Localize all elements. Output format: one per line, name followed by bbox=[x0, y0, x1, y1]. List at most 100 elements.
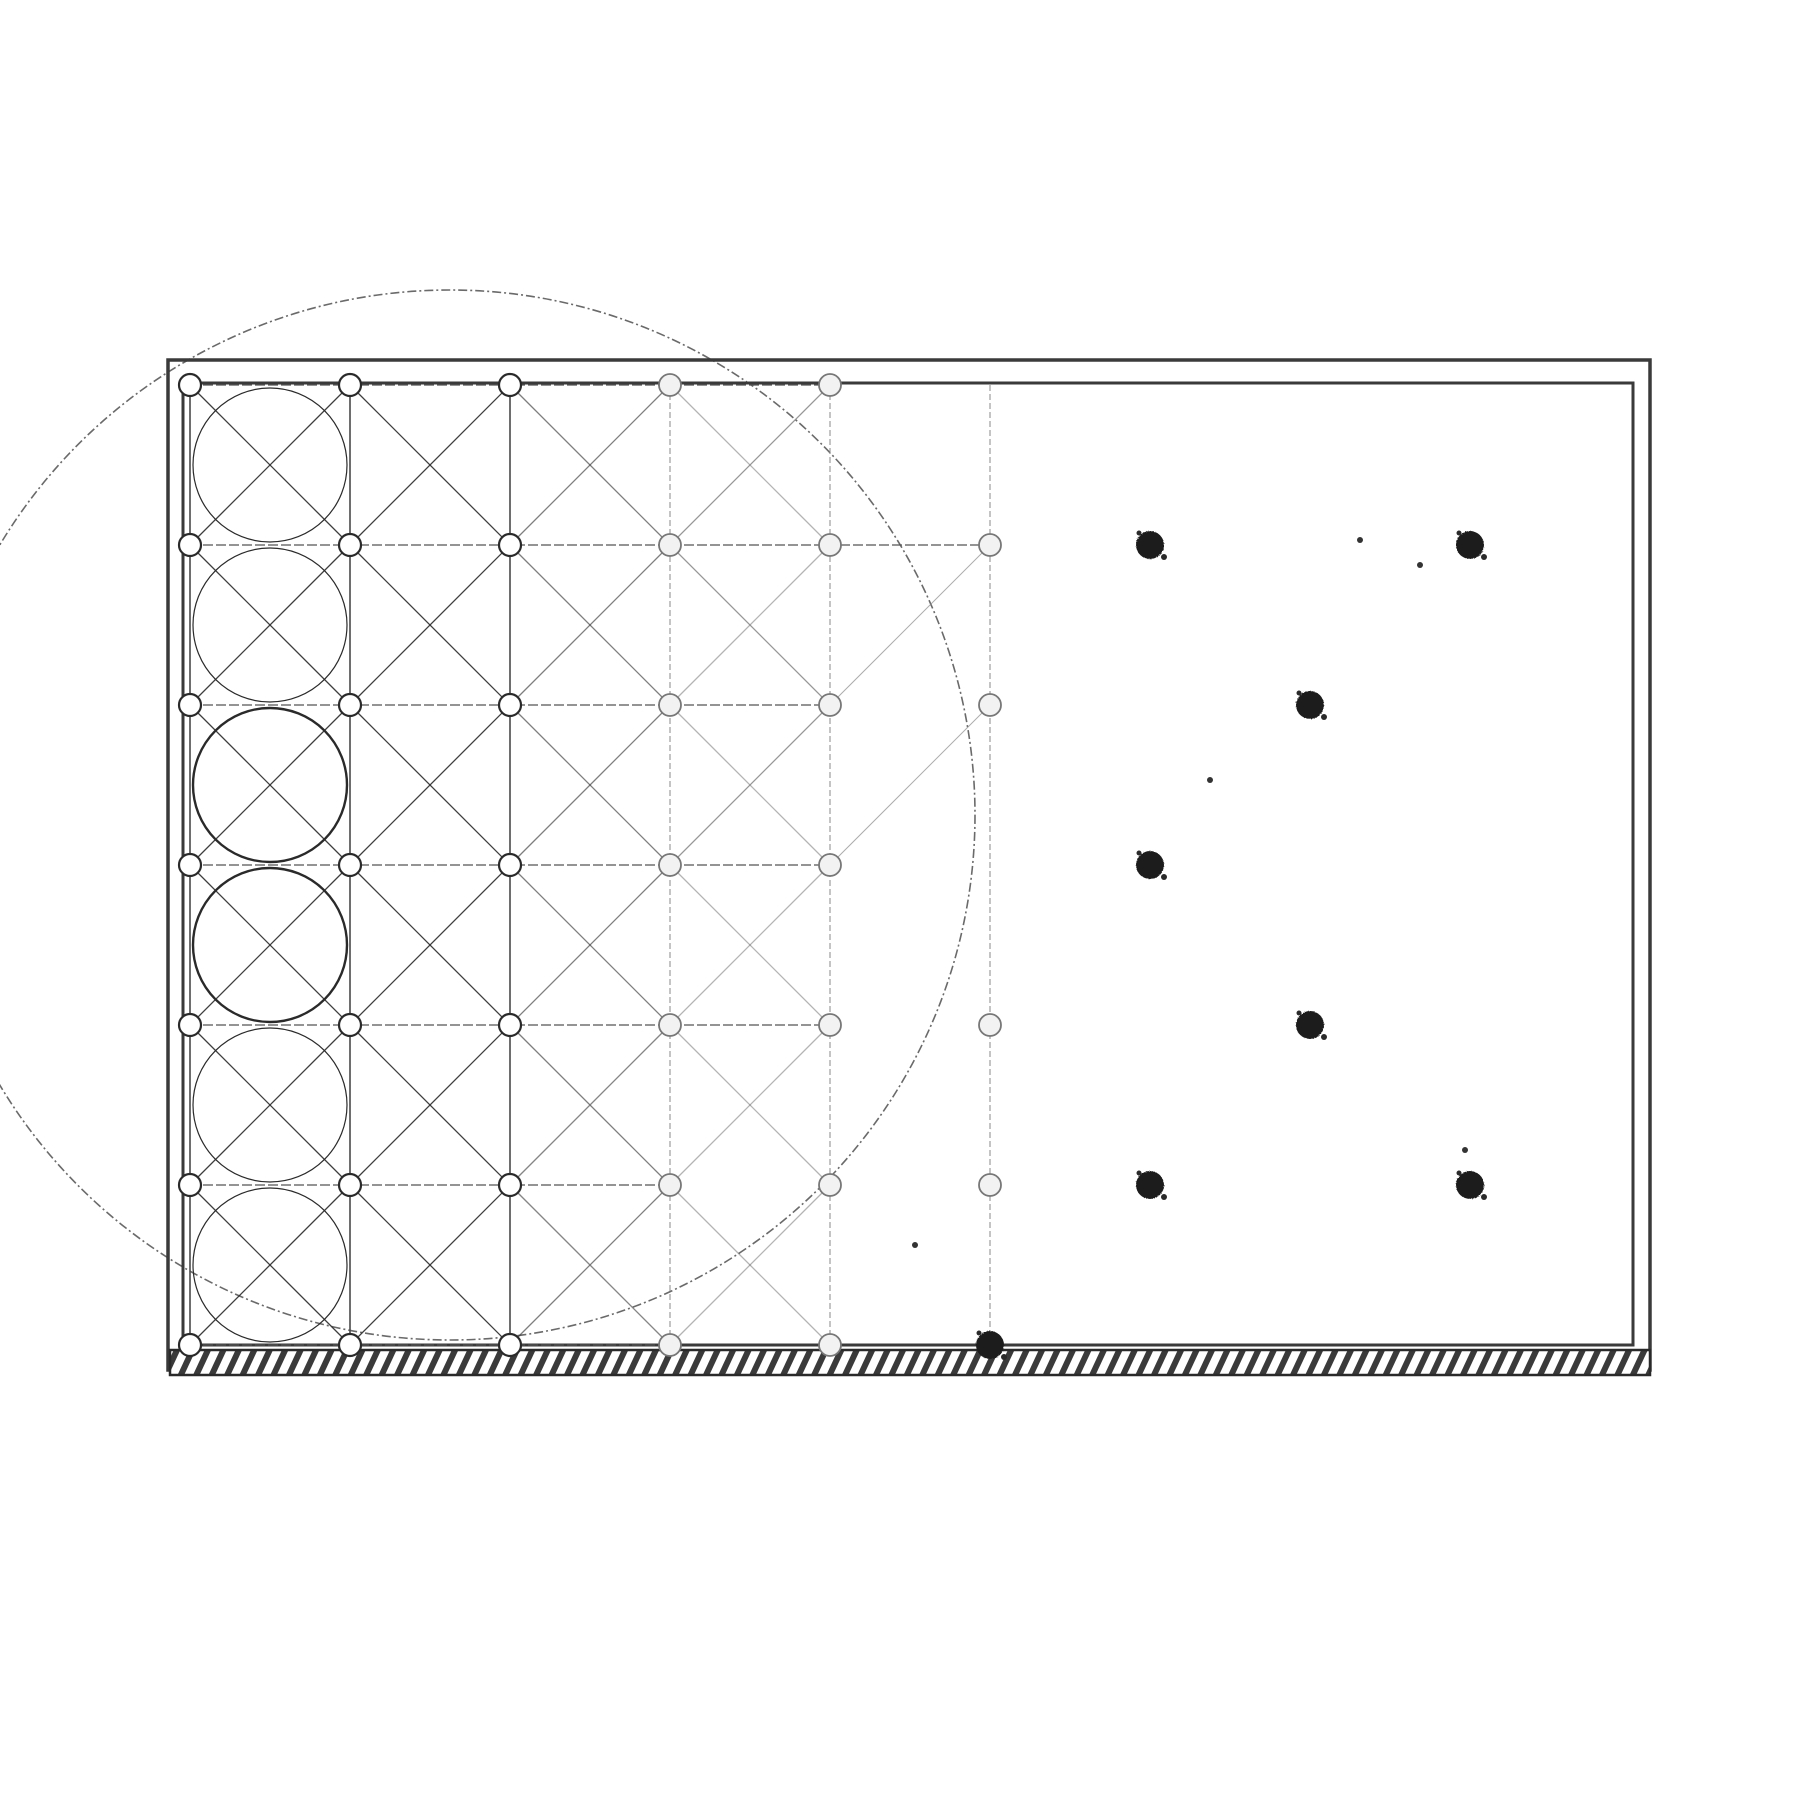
ink-speck bbox=[1207, 777, 1213, 783]
large-cell-circle bbox=[192, 1187, 348, 1343]
diagonal-line bbox=[669, 544, 831, 706]
diagonal-line bbox=[829, 704, 991, 866]
diagonal-line bbox=[669, 1184, 831, 1346]
grid-node bbox=[818, 693, 842, 717]
ink-speck bbox=[1296, 690, 1302, 696]
diagonal-lattice bbox=[189, 384, 991, 1346]
grid-node bbox=[978, 1173, 1002, 1197]
ink-blots bbox=[912, 530, 1487, 1360]
grid-node bbox=[497, 532, 523, 558]
grid-node bbox=[818, 1173, 842, 1197]
large-cell-circle bbox=[192, 547, 348, 703]
ink-blot bbox=[1456, 531, 1484, 559]
ink-speck bbox=[1136, 1170, 1142, 1176]
diagonal-line bbox=[509, 384, 671, 546]
grid-node bbox=[818, 1333, 842, 1357]
diagonal-line bbox=[189, 1184, 351, 1346]
diagonal-line bbox=[189, 384, 351, 546]
grid-node bbox=[978, 693, 1002, 717]
large-cell-circle bbox=[192, 1027, 348, 1183]
diagonal-line bbox=[509, 864, 671, 1026]
ink-speck bbox=[1161, 1194, 1167, 1200]
ink-speck bbox=[1136, 850, 1142, 856]
diagonal-line bbox=[349, 384, 511, 546]
diagonal-line bbox=[509, 1184, 671, 1346]
diagonal-line bbox=[669, 384, 831, 546]
grid-node bbox=[177, 1172, 203, 1198]
diagonal-line bbox=[669, 1024, 831, 1186]
grid-node bbox=[658, 693, 682, 717]
diagonal-line bbox=[189, 704, 351, 866]
grid-node bbox=[497, 1172, 523, 1198]
diagonal-line bbox=[349, 544, 511, 706]
grid-nodes bbox=[177, 372, 1002, 1358]
diagonal-line bbox=[349, 704, 511, 866]
diagonal-line bbox=[509, 1024, 671, 1186]
grid-node bbox=[658, 373, 682, 397]
diagonal-line bbox=[669, 1184, 831, 1346]
grid-node bbox=[497, 1012, 523, 1038]
grid-node bbox=[978, 1013, 1002, 1037]
ink-speck bbox=[912, 1242, 918, 1248]
grid-node bbox=[337, 1332, 363, 1358]
grid-node bbox=[337, 532, 363, 558]
grid-node bbox=[177, 1332, 203, 1358]
ink-speck bbox=[1321, 1034, 1327, 1040]
ink-speck bbox=[1417, 562, 1423, 568]
large-background-circle bbox=[0, 289, 976, 1341]
grid-node bbox=[818, 853, 842, 877]
ink-speck bbox=[1481, 1194, 1487, 1200]
diagonal-line bbox=[349, 1184, 511, 1346]
ink-blot bbox=[1296, 1011, 1324, 1039]
grid-node bbox=[818, 533, 842, 557]
ink-speck bbox=[1161, 874, 1167, 880]
diagonal-line bbox=[189, 1024, 351, 1186]
ink-speck bbox=[1462, 1147, 1468, 1153]
ink-speck bbox=[1357, 537, 1363, 543]
grid-node bbox=[337, 692, 363, 718]
ink-speck bbox=[1456, 530, 1462, 536]
grid-node bbox=[818, 373, 842, 397]
grid-node bbox=[337, 852, 363, 878]
diagonal-line bbox=[669, 704, 831, 866]
grid-node bbox=[818, 1013, 842, 1037]
diagonal-line bbox=[669, 864, 831, 1026]
diagonal-line bbox=[509, 704, 671, 866]
ink-speck bbox=[976, 1330, 982, 1336]
large-cell-circle bbox=[191, 706, 349, 864]
diagonal-line bbox=[349, 1024, 511, 1186]
grid-node bbox=[658, 533, 682, 557]
grid-node bbox=[658, 1173, 682, 1197]
grid-node bbox=[337, 1012, 363, 1038]
diagonal-line bbox=[189, 864, 351, 1026]
ink-blot bbox=[1456, 1171, 1484, 1199]
grid-node bbox=[177, 852, 203, 878]
diagonal-line bbox=[509, 544, 671, 706]
diagonal-line bbox=[669, 864, 831, 1026]
ink-blot bbox=[1136, 531, 1164, 559]
ink-speck bbox=[1161, 554, 1167, 560]
grid-node bbox=[658, 1013, 682, 1037]
grid-node bbox=[658, 853, 682, 877]
ink-speck bbox=[1321, 714, 1327, 720]
diagonal-line bbox=[829, 544, 991, 706]
grid-node bbox=[497, 852, 523, 878]
grid-node bbox=[497, 1332, 523, 1358]
ink-speck bbox=[1001, 1354, 1007, 1360]
inner-frame bbox=[181, 381, 1635, 1347]
hatched-bottom-bar bbox=[168, 1348, 1652, 1377]
grid-node bbox=[177, 1012, 203, 1038]
diagonal-line bbox=[669, 1024, 831, 1186]
ink-speck bbox=[1136, 530, 1142, 536]
large-cell-circle bbox=[191, 866, 349, 1024]
ink-speck bbox=[1456, 1170, 1462, 1176]
ink-blot bbox=[1296, 691, 1324, 719]
grid-node bbox=[978, 533, 1002, 557]
grid-node bbox=[497, 692, 523, 718]
grid-node bbox=[658, 1333, 682, 1357]
diagonal-line bbox=[349, 864, 511, 1026]
ink-speck bbox=[1481, 554, 1487, 560]
grid-node bbox=[337, 372, 363, 398]
